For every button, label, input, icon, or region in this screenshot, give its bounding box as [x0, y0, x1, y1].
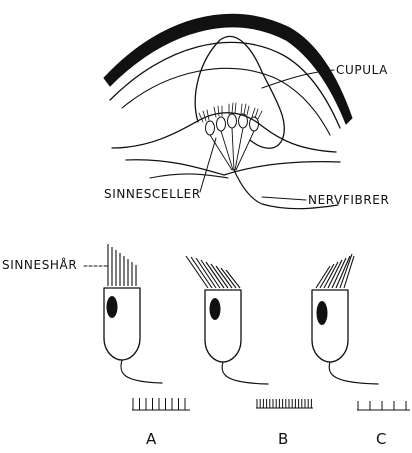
- axon-a: [121, 360, 162, 383]
- nucleus-c: [317, 301, 328, 325]
- label-nervfibrer: NERVFIBRER: [308, 193, 389, 207]
- hair-bundle-c: [316, 254, 354, 288]
- nucleus-b: [210, 298, 221, 320]
- nervfibrer-leader: [262, 197, 306, 200]
- letter-b: B: [278, 430, 288, 448]
- letter-a: A: [146, 430, 157, 448]
- axon-b: [222, 362, 268, 384]
- axon-c: [329, 362, 378, 384]
- crista-lower: [150, 174, 228, 178]
- hair-bundle-b: [186, 256, 240, 288]
- spike-train-b: [256, 399, 313, 408]
- spike-train-a: [132, 398, 190, 410]
- letter-c: C: [376, 430, 386, 448]
- sinnesceller-leader: [200, 138, 216, 192]
- crista-base: [126, 160, 340, 175]
- cell-body-b: [205, 290, 241, 362]
- hair-cell-b: [186, 256, 268, 384]
- hair-cell-c: [312, 254, 378, 384]
- ampulla-section: [104, 14, 352, 208]
- nucleus-a: [107, 296, 118, 318]
- canal-membrane: [122, 68, 330, 135]
- label-sinnesceller: SINNESCELLER: [104, 187, 201, 201]
- label-cupula: CUPULA: [336, 63, 388, 77]
- label-sinneshar: SINNESHÅR: [2, 257, 77, 272]
- hair-bundle-a: [108, 244, 136, 286]
- hair-cell-a: [104, 244, 162, 383]
- spike-train-c: [357, 401, 410, 410]
- cell-body-c: [312, 290, 348, 362]
- canal-wall-outer: [104, 14, 352, 124]
- cupula: [195, 36, 284, 148]
